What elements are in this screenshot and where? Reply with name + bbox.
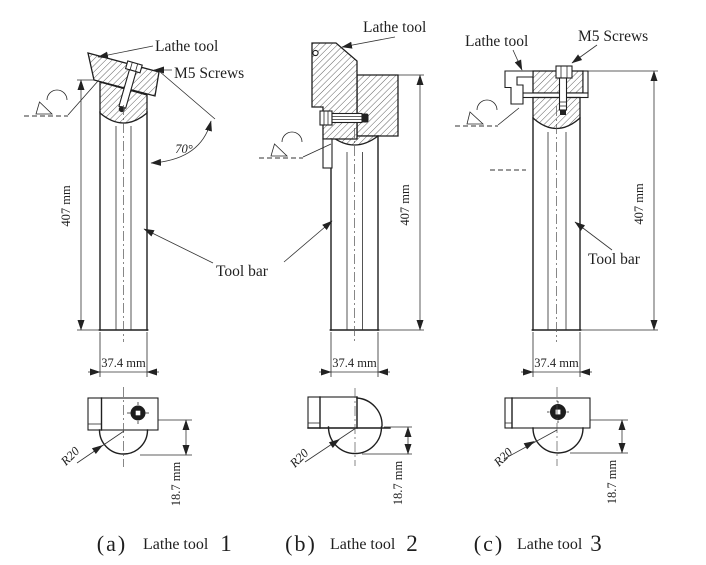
caption-a-label: Lathe tool: [143, 536, 209, 553]
tool-c-lathe-tool-label: Lathe tool: [465, 33, 528, 50]
screw-tip: [560, 110, 566, 115]
tool-c-length-dim: 407 mm: [632, 183, 646, 225]
caption-a: (a) Lathe tool 1: [97, 531, 232, 556]
tool-c-width-dim: 37.4 mm: [534, 356, 579, 370]
tool-c-shaft: [531, 106, 582, 342]
leader-line: [341, 36, 396, 49]
tool-b-plate-hole: [312, 49, 319, 57]
tool-b-cutter-plate: [311, 42, 358, 140]
tool-b-m5-screw: [319, 110, 369, 126]
leader-line: [574, 221, 613, 251]
caption-b-label: Lathe tool: [330, 536, 396, 553]
tool-b-width-dim: 37.4 mm: [332, 356, 377, 370]
tool-b-plate-foot: [322, 138, 333, 169]
bar-section-arc: [327, 426, 383, 455]
tool-b-shaft: [329, 128, 380, 342]
tool-a-offset-dim: 18.7 mm: [169, 462, 183, 507]
bar-section-arc: [98, 429, 149, 455]
tool-a-width-dim: 37.4 mm: [101, 356, 146, 370]
tool-b-offset-dim: 18.7 mm: [391, 461, 405, 506]
tool-b-front-view: [259, 42, 399, 342]
tool-a-shaft: [98, 105, 149, 342]
leader-line: [512, 49, 523, 71]
screw-head: [319, 110, 333, 126]
tool-b-bottom-view: R20 18.7 mm: [286, 388, 412, 505]
corner-arc: [356, 397, 383, 427]
screw-shank: [558, 77, 568, 111]
bar-section-arc: [532, 427, 584, 454]
leader-line: [143, 228, 214, 264]
tool-c-clamped-plate: [520, 92, 589, 99]
tool-c-annotations: Lathe tool M5 Screws Tool bar 407 mm 37.…: [465, 28, 658, 377]
tool-b: Lathe tool 407 mm 37.4 mm R20: [259, 19, 426, 556]
tool-a-m5-screws-label: M5 Screws: [174, 65, 244, 82]
tool-c: Lathe tool M5 Screws Tool bar 407 mm 37.…: [455, 28, 658, 556]
screw-tip: [362, 113, 369, 123]
screw-shank: [331, 112, 363, 124]
surface-finish-icon: [24, 80, 99, 117]
leader-line: [283, 220, 333, 263]
tool-c-m5-screw: [555, 65, 573, 115]
caption-b-prefix: (b): [285, 531, 317, 556]
tool-a-front-view: [24, 52, 160, 342]
tool-a: Lathe tool M5 Screws 70° Tool bar 407 mm…: [24, 38, 333, 556]
angle-arc: [150, 120, 212, 166]
tool-a-lathe-tool-label: Lathe tool: [155, 38, 218, 55]
tool-c-cutter-hook: [504, 70, 534, 105]
tool-b-clamp-block: [356, 74, 399, 137]
tool-c-holder-outline: [504, 397, 591, 429]
leader-line: [97, 45, 154, 59]
tool-a-radius-dim: R20: [57, 444, 82, 469]
tool-a-holder-outline: [87, 397, 159, 431]
surface-finish-icon: [455, 99, 520, 127]
leader-line: [571, 44, 598, 64]
tool-b-radius-dim: R20: [286, 446, 311, 471]
caption-b: (b) Lathe tool 2: [285, 531, 418, 556]
tool-c-m5-screws-label: M5 Screws: [578, 28, 648, 45]
tool-b-lathe-tool-label: Lathe tool: [363, 19, 426, 36]
caption-c-label: Lathe tool: [517, 536, 583, 553]
caption-a-number: 1: [220, 531, 232, 556]
tool-c-front-view: [455, 65, 589, 342]
tool-c-block-strip: [582, 70, 589, 94]
caption-c-number: 3: [590, 531, 602, 556]
tool-a-annotations: Lathe tool M5 Screws 70° Tool bar 407 mm…: [59, 38, 333, 377]
caption-c: (c) Lathe tool 3: [474, 531, 602, 556]
tool-a-bottom-view: R20 18.7 mm: [57, 387, 192, 506]
tool-bar-label: Tool bar: [588, 251, 641, 268]
caption-a-prefix: (a): [97, 531, 127, 556]
caption-b-number: 2: [406, 531, 418, 556]
caption-c-prefix: (c): [474, 531, 504, 556]
tool-b-annotations: Lathe tool 407 mm 37.4 mm: [319, 19, 426, 377]
tool-a-edge-angle: 70°: [175, 142, 193, 156]
tool-c-offset-dim: 18.7 mm: [605, 460, 619, 505]
screw-head: [555, 65, 573, 79]
tool-bar-label: Tool bar: [216, 263, 269, 280]
radius-leader: [304, 427, 357, 463]
tool-c-bottom-view: R20 18.7 mm: [490, 387, 628, 504]
tool-b-length-dim: 407 mm: [398, 184, 412, 226]
tool-c-radius-dim: R20: [490, 445, 515, 470]
tool-a-length-dim: 407 mm: [59, 185, 73, 227]
surface-finish-icon: [259, 131, 332, 159]
